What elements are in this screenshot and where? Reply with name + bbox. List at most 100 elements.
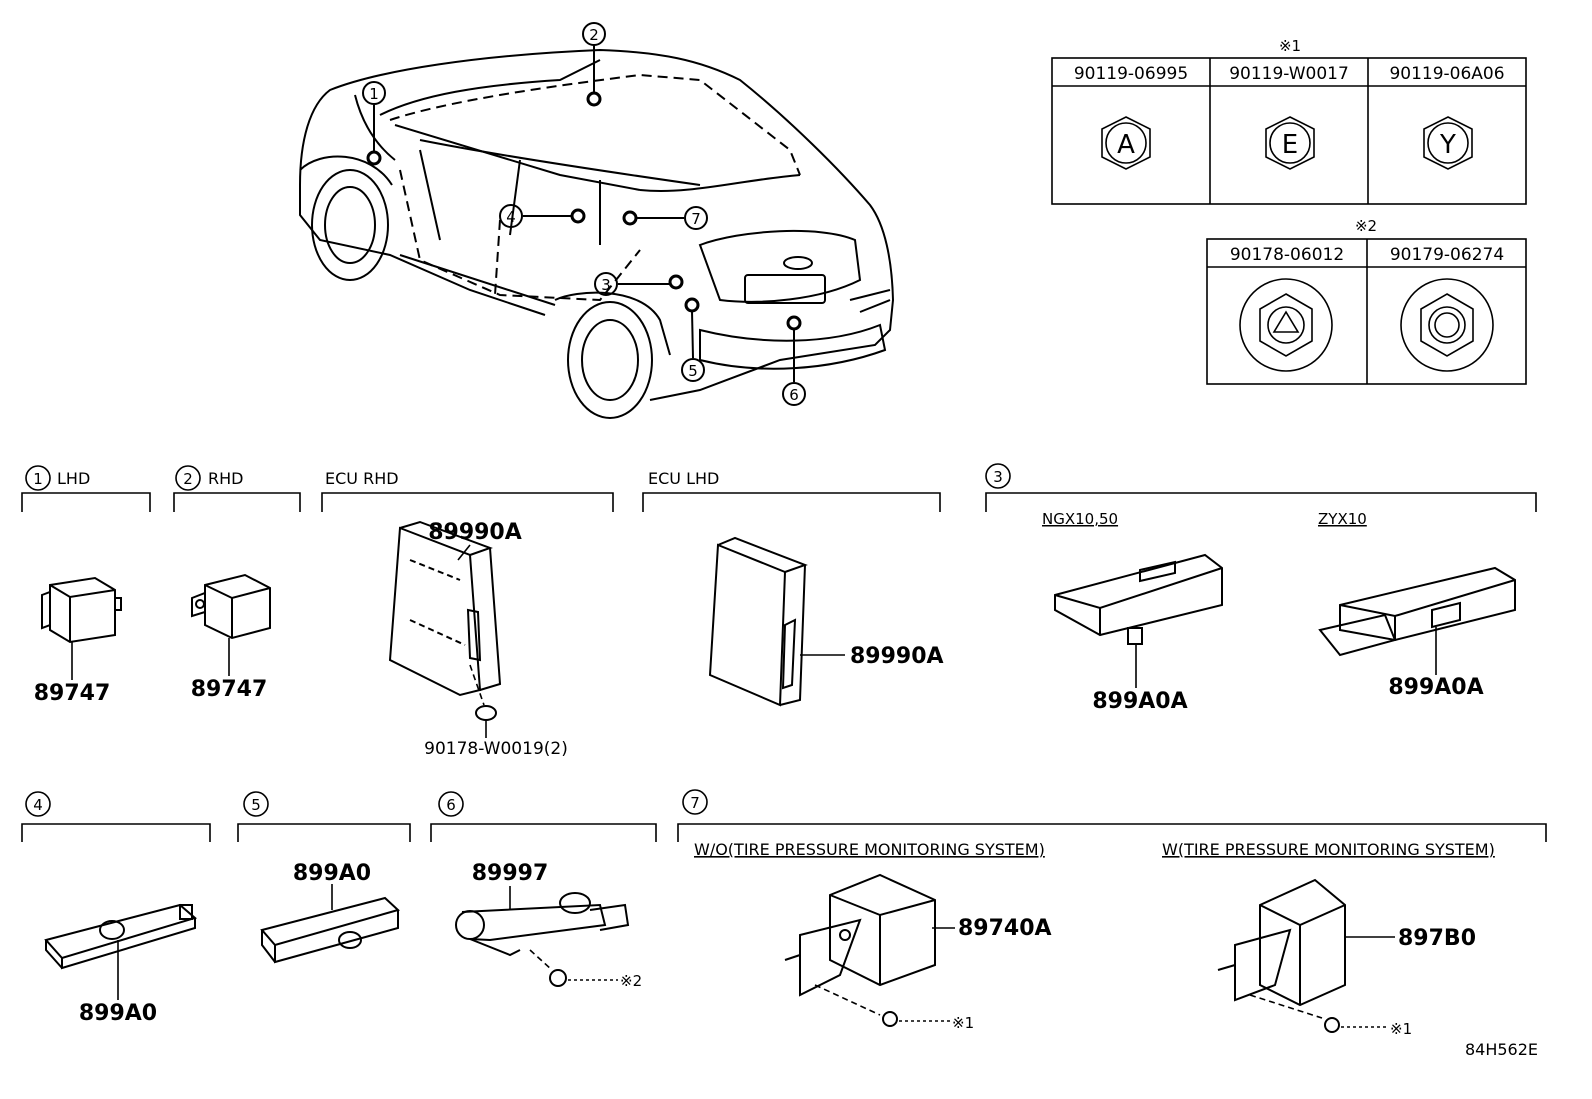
- section-2-number: 2: [183, 470, 193, 488]
- section-ecu-rhd: ECU RHD 89990A 90178-W0019(2): [321, 469, 614, 759]
- nut-icon: [549, 969, 567, 987]
- ecu-module-icon: [708, 536, 808, 707]
- section-1-number: 1: [33, 470, 43, 488]
- section-7: 7 W/O(TIRE PRESSURE MONITORING SYSTEM) W…: [677, 789, 1547, 1038]
- callout-circle-4: [499, 204, 523, 228]
- clip-nut-icon: [475, 705, 497, 721]
- callout-label-7: 7: [691, 210, 701, 228]
- fastener-table-2-mark: ※2: [1355, 217, 1377, 235]
- hex-bolt-a-letter: A: [1117, 130, 1135, 160]
- ecu-lhd-part-number: 89990A: [850, 644, 944, 669]
- section-3: 3 NGX10,50 ZYX10 899A0A 899A0A: [985, 463, 1537, 714]
- section-6-part-number: 89997: [472, 861, 549, 886]
- section-3-part-b: 899A0A: [1388, 675, 1483, 700]
- callout-circle-5: [681, 358, 705, 382]
- callout-circle-3: [594, 272, 618, 296]
- flange-nut-1-icon: [1239, 278, 1333, 372]
- fastener-part-a: 90119-06995: [1074, 64, 1188, 84]
- section-4-circle: [25, 791, 51, 817]
- callout-label-6: 6: [789, 386, 799, 404]
- section-7-circle: [682, 789, 708, 815]
- hex-bolt-a-icon: A: [1101, 116, 1151, 170]
- section-7-part-a: 89740A: [958, 916, 1052, 941]
- section-7-fastener-ref-a: ※1: [952, 1014, 974, 1032]
- antenna-module-icon: [260, 896, 400, 964]
- location-dot-2: [586, 91, 602, 107]
- section-2-label: RHD: [208, 469, 243, 488]
- fastener-table-1-mark: ※1: [1279, 37, 1301, 55]
- section-4-part-number: 899A0: [79, 1001, 157, 1026]
- location-dot-7: [622, 210, 638, 226]
- section-1-circle: [25, 465, 51, 491]
- callout-label-1: 1: [369, 85, 379, 103]
- callout-circle-2: [582, 22, 606, 46]
- callout-label-2: 2: [589, 26, 599, 44]
- section-4: 4 899A0: [21, 791, 211, 1026]
- location-dot-1: [366, 150, 382, 166]
- hex-bolt-e-letter: E: [1282, 130, 1298, 160]
- section-7-variant-b: W(TIRE PRESSURE MONITORING SYSTEM): [1162, 840, 1495, 859]
- ecu-rhd-fastener-part: 90178-W0019(2): [424, 739, 568, 759]
- fastener-table-1: ※1 90119-06995 90119-W0017 90119-06A06 A…: [1051, 37, 1527, 205]
- antenna-module-icon: [1318, 566, 1516, 657]
- tpms-receiver-icon: [784, 873, 936, 997]
- callout-circle-6: [782, 382, 806, 406]
- tpms-receiver-icon: [1217, 878, 1346, 1007]
- ecu-rhd-label: ECU RHD: [325, 469, 399, 488]
- section-2-part-number: 89747: [191, 677, 268, 702]
- section-2-rhd: 2 RHD 89747: [173, 465, 301, 702]
- callout-label-3: 3: [601, 276, 611, 294]
- section-5: 5 899A0: [237, 791, 411, 964]
- fastener-part-nut-2: 90179-06274: [1390, 245, 1504, 265]
- section-6: 6 89997 ※2: [430, 791, 657, 990]
- ecu-rhd-part-number: 89990A: [428, 520, 522, 545]
- section-1-part-number: 89747: [34, 681, 111, 706]
- section-1-label: LHD: [57, 469, 90, 488]
- section-1-lhd: 1 LHD 89747: [21, 465, 151, 706]
- buzzer-part-icon: [191, 573, 271, 640]
- section-5-number: 5: [251, 796, 261, 814]
- section-4-number: 4: [33, 796, 43, 814]
- vehicle-illustration: [299, 48, 895, 419]
- fastener-table-2: ※2 90178-06012 90179-06274: [1206, 217, 1527, 385]
- callout-label-4: 4: [506, 208, 516, 226]
- fastener-part-e: 90119-W0017: [1229, 64, 1349, 84]
- section-3-circle: [985, 463, 1011, 489]
- antenna-module-icon: [1054, 553, 1223, 645]
- hex-bolt-y-icon: Y: [1423, 116, 1473, 170]
- figure-code: 84H562E: [1465, 1040, 1538, 1059]
- section-6-fastener-ref: ※2: [620, 972, 642, 990]
- buzzer-part-icon: [41, 576, 122, 644]
- section-7-number: 7: [690, 794, 700, 812]
- section-3-part-a: 899A0A: [1092, 689, 1187, 714]
- section-3-number: 3: [993, 468, 1003, 486]
- location-dot-3: [668, 274, 684, 290]
- location-dot-6: [786, 315, 802, 331]
- ecu-lhd-label: ECU LHD: [648, 469, 719, 488]
- bolt-icon: [882, 1011, 898, 1027]
- section-7-variant-a: W/O(TIRE PRESSURE MONITORING SYSTEM): [694, 840, 1045, 859]
- section-3-variant-b: ZYX10: [1318, 510, 1367, 528]
- callout-circle-1: [362, 81, 386, 105]
- section-5-part-number: 899A0: [293, 861, 371, 886]
- sensor-bracket-icon: [455, 892, 630, 957]
- vehicle-callouts: 1 2 3 4 5 6 7: [362, 22, 806, 406]
- ecu-module-icon: [388, 520, 502, 697]
- fastener-part-nut-1: 90178-06012: [1230, 245, 1344, 265]
- section-2-circle: [175, 465, 201, 491]
- section-3-variant-a: NGX10,50: [1042, 510, 1118, 528]
- flange-nut-2-icon: [1400, 278, 1494, 372]
- hex-bolt-e-icon: E: [1265, 116, 1315, 170]
- hex-bolt-y-letter: Y: [1439, 130, 1456, 160]
- fastener-part-y: 90119-06A06: [1389, 64, 1504, 84]
- section-6-number: 6: [446, 796, 456, 814]
- location-dot-4: [570, 208, 586, 224]
- section-7-part-b: 897B0: [1398, 926, 1476, 951]
- antenna-module-icon: [44, 903, 198, 970]
- callout-label-5: 5: [688, 362, 698, 380]
- section-6-circle: [438, 791, 464, 817]
- section-5-circle: [243, 791, 269, 817]
- callout-circle-7: [684, 206, 708, 230]
- section-7-fastener-ref-b: ※1: [1390, 1020, 1412, 1038]
